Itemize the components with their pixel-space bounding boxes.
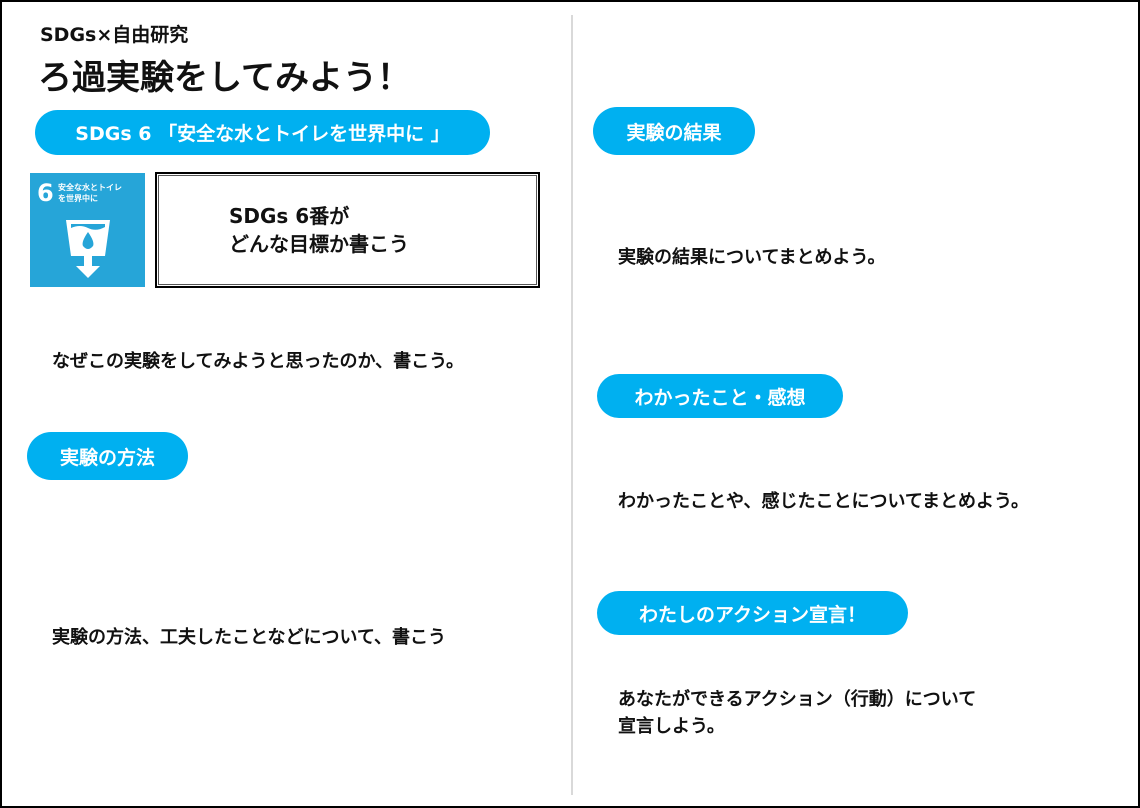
water-glass-icon (66, 220, 110, 278)
sdg6-icon: 6 安全な水とトイレ を世界中に (30, 173, 145, 287)
sdg6-icon-text-line1: 安全な水とトイレ (58, 183, 122, 192)
sdg6-box-line2: どんな目標か書こう (229, 232, 409, 256)
action-pill: わたしのアクション宣言！ (597, 591, 908, 635)
sdg6-icon-text: 安全な水とトイレ を世界中に (58, 182, 122, 204)
action-prompt-line1: あなたができるアクション（行動）について (618, 689, 977, 710)
result-pill: 実験の結果 (593, 107, 755, 155)
sdg6-answer-box[interactable]: SDGs 6番が どんな目標か書こう (155, 172, 540, 288)
sdg6-goal-pill: SDGs 6 「安全な水とトイレを世界中に 」 (35, 110, 490, 155)
action-prompt: あなたができるアクション（行動）について 宣言しよう。 (618, 686, 976, 740)
column-divider (571, 15, 573, 795)
sdg6-icon-text-line2: を世界中に (58, 194, 98, 203)
sdg6-box-prompt: SDGs 6番が どんな目標か書こう (229, 202, 409, 258)
sdg6-icon-number: 6 (37, 179, 54, 207)
learned-pill: わかったこと・感想 (597, 374, 843, 418)
worksheet-subtitle: SDGs×自由研究 (40, 24, 189, 46)
action-prompt-line2: 宣言しよう。 (618, 716, 725, 737)
result-prompt: 実験の結果についてまとめよう。 (618, 247, 886, 268)
method-prompt: 実験の方法、工夫したことなどについて、書こう (52, 627, 447, 648)
method-pill: 実験の方法 (27, 432, 188, 480)
learned-prompt: わかったことや、感じたことについてまとめよう。 (618, 491, 1029, 512)
why-prompt: なぜこの実験をしてみようと思ったのか、書こう。 (52, 351, 465, 372)
sdg6-box-line1: SDGs 6番が (229, 204, 350, 228)
worksheet-title: ろ過実験をしてみよう！ (38, 58, 411, 98)
